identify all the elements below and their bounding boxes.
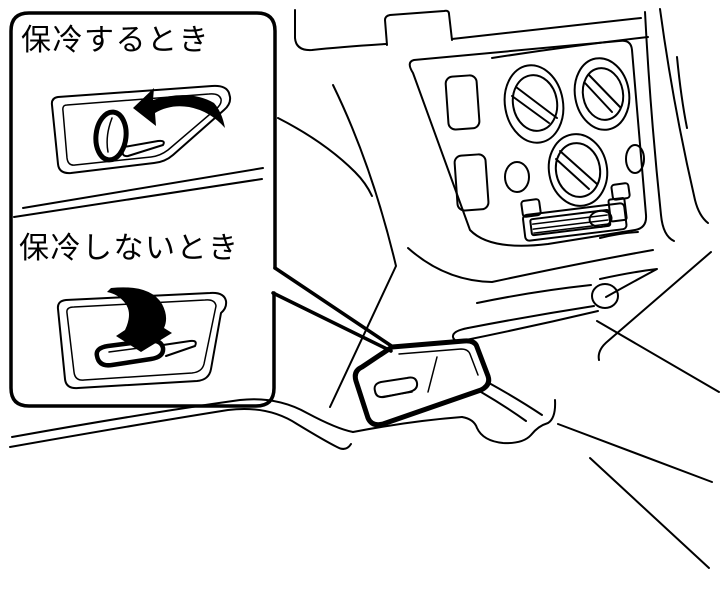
lever-folded: [94, 338, 166, 368]
bottom-recess-outer: [56, 291, 228, 390]
dash-left-crease: [329, 84, 397, 408]
lever-base-plate: [121, 139, 165, 158]
rotary-knob-1: [503, 64, 565, 144]
dash-lower-edge-2: [9, 407, 352, 450]
dash-top-left-edge: [294, 9, 387, 52]
vent-slot-upper: [444, 74, 481, 131]
tray-slot-top: [467, 305, 595, 329]
dashboard-illustration: [9, 8, 720, 569]
rotary-knob-2: [573, 57, 631, 131]
tray-upper-lip: [476, 284, 592, 304]
callout-bottom-section: 保冷しないとき: [19, 231, 240, 390]
label-keep-cool: 保冷するとき: [21, 23, 210, 58]
top-recess-inner: [62, 93, 222, 166]
under-dash-pod: [461, 399, 557, 445]
dash-top-edge: [451, 17, 642, 40]
lever-recess-highlight: [352, 338, 492, 428]
callout-top-section: 保冷するとき: [13, 23, 264, 218]
recess-bold-outline: [352, 338, 492, 428]
round-button-right: [625, 144, 645, 174]
tray-end-knob: [591, 283, 619, 309]
dash-top-protrusion: [384, 9, 453, 46]
dash-bottom-edge: [352, 416, 463, 433]
windshield-base-line: [491, 36, 649, 59]
bottom-recess-inner: [66, 299, 217, 381]
lever-upright: [93, 109, 129, 163]
callout-leader-line-2: [271, 291, 393, 353]
vent-slot-lower: [453, 153, 490, 212]
trim-wedge: [599, 268, 658, 298]
door-edge-line: [597, 251, 712, 361]
label-not-keep-cool: 保冷しないとき: [19, 231, 240, 266]
rotate-clockwise-arrow-icon: [107, 287, 172, 352]
round-button-left: [504, 161, 530, 193]
callout-leader-line-1: [273, 266, 395, 349]
steering-rim-arc: [277, 117, 373, 197]
control-panel-outline: [408, 39, 648, 247]
control-panel: [408, 39, 648, 247]
callout-border: [9, 11, 277, 408]
divider-dash-lines: [13, 167, 264, 218]
callout-box: 保冷するとき 保冷しないとき: [9, 11, 395, 408]
lower-dash: [9, 231, 720, 569]
dash-lower-edge-1: [11, 398, 354, 438]
rotary-knob-3: [547, 133, 609, 207]
dash-shelf-line: [407, 247, 654, 283]
top-recess-outer: [50, 84, 232, 175]
slider-control: [522, 197, 628, 242]
rotate-counterclockwise-arrow-icon: [133, 88, 225, 128]
a-pillar: [644, 8, 709, 242]
lever-base-plate-folded: [162, 339, 197, 357]
small-button-left: [520, 198, 542, 218]
